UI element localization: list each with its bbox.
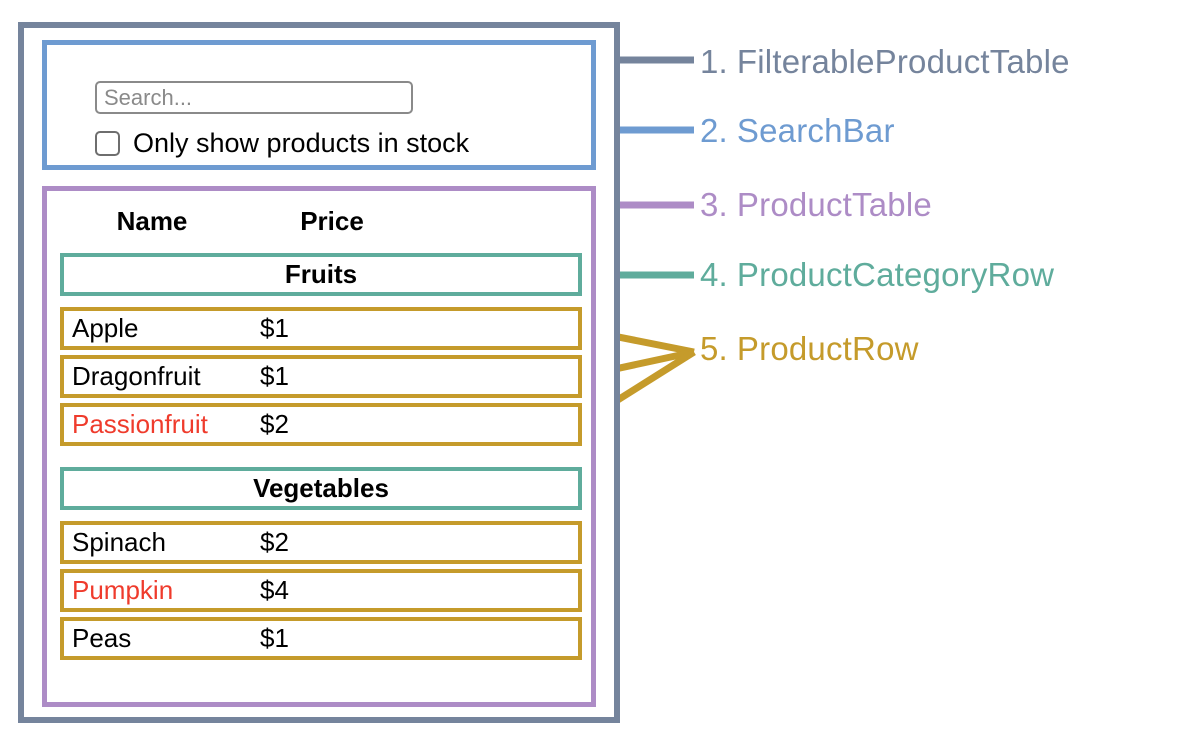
legend-label: SearchBar [736,112,895,149]
legend-item-filterableproducttable: 1. FilterableProductTable [700,43,1070,81]
legend-label: ProductCategoryRow [736,256,1055,293]
product-rows: Fruits Apple $1 Dragonfruit $1 Passionfr… [60,253,582,665]
legend-item-productcategoryrow: 4. ProductCategoryRow [700,256,1054,294]
legend-label: ProductTable [736,186,932,223]
legend-label: FilterableProductTable [736,43,1070,80]
product-row[interactable]: Pumpkin $4 [60,569,582,612]
product-category-label: Vegetables [253,473,389,503]
product-price: $1 [260,361,289,391]
column-header-name: Name [116,205,188,236]
group-spacer [60,451,582,467]
product-price: $2 [260,527,289,557]
product-price: $4 [260,575,289,605]
product-category-label: Fruits [284,259,358,289]
legend-item-searchbar: 2. SearchBar [700,112,895,150]
product-price: $1 [260,313,289,343]
product-name: Dragonfruit [72,361,201,391]
in-stock-checkbox-label: Only show products in stock [133,128,470,158]
product-category-row: Vegetables [60,467,582,510]
product-row[interactable]: Dragonfruit $1 [60,355,582,398]
legend-item-producttable: 3. ProductTable [700,186,932,224]
product-price: $1 [260,623,289,653]
product-table-container: Name Price Fruits Apple $1 Dragonfruit $… [42,186,596,707]
column-header-price: Price [300,205,364,236]
in-stock-filter-row[interactable]: Only show products in stock [95,130,469,157]
product-row[interactable]: Spinach $2 [60,521,582,564]
product-name: Peas [72,623,132,653]
search-bar-container: Search... Only show products in stock [42,40,596,170]
product-name: Pumpkin [72,575,174,605]
legend-number: 3. [700,186,728,223]
table-header-row: Name Price [52,196,596,246]
product-name: Apple [72,313,139,343]
product-row[interactable]: Passionfruit $2 [60,403,582,446]
product-price: $2 [260,409,289,439]
legend-number: 2. [700,112,728,149]
legend-number: 5. [700,330,728,367]
product-name: Spinach [72,527,166,557]
product-row[interactable]: Apple $1 [60,307,582,350]
in-stock-checkbox[interactable] [95,131,120,156]
filterable-product-table-container: Search... Only show products in stock Na… [18,22,620,723]
product-category-row: Fruits [60,253,582,296]
legend-number: 4. [700,256,728,293]
product-name: Passionfruit [72,409,208,439]
legend-number: 1. [700,43,728,80]
product-row[interactable]: Peas $1 [60,617,582,660]
search-input[interactable]: Search... [95,81,413,114]
legend-item-productrow: 5. ProductRow [700,330,919,368]
legend-label: ProductRow [736,330,919,367]
